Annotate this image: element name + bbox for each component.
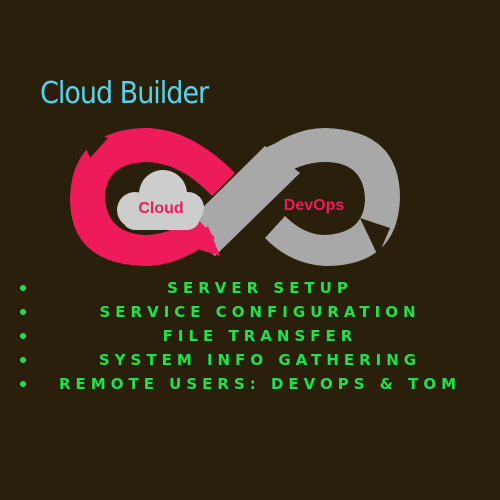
infinity-loop-icon: Cloud DevOps	[70, 128, 400, 266]
devops-infinity-logo: Cloud DevOps	[60, 118, 410, 268]
list-item: FILE TRANSFER	[0, 324, 500, 348]
list-item: SERVICE CONFIGURATION	[0, 300, 500, 324]
feature-text: SYSTEM INFO GATHERING	[98, 351, 422, 369]
page-title: Cloud Builder	[40, 76, 209, 111]
devops-label: DevOps	[284, 197, 345, 214]
bullet-icon	[20, 285, 26, 291]
cloud-label: Cloud	[138, 200, 183, 217]
cloud-loop	[70, 128, 235, 266]
list-item: SERVER SETUP	[0, 276, 500, 300]
feature-list: SERVER SETUP SERVICE CONFIGURATION FILE …	[0, 276, 500, 396]
cloud-icon	[117, 170, 204, 230]
feature-text: REMOTE USERS: DEVOPS & TOM	[58, 375, 461, 393]
list-item: SYSTEM INFO GATHERING	[0, 348, 500, 372]
list-item: REMOTE USERS: DEVOPS & TOM	[0, 372, 500, 396]
infinity-cross-gray	[180, 146, 300, 256]
bullet-icon	[20, 381, 26, 387]
devops-loop	[255, 128, 400, 266]
bullet-icon	[20, 333, 26, 339]
feature-text: SERVICE CONFIGURATION	[99, 303, 421, 321]
bullet-icon	[20, 309, 26, 315]
feature-text: SERVER SETUP	[167, 279, 353, 297]
bullet-icon	[20, 357, 26, 363]
feature-text: FILE TRANSFER	[162, 327, 358, 345]
